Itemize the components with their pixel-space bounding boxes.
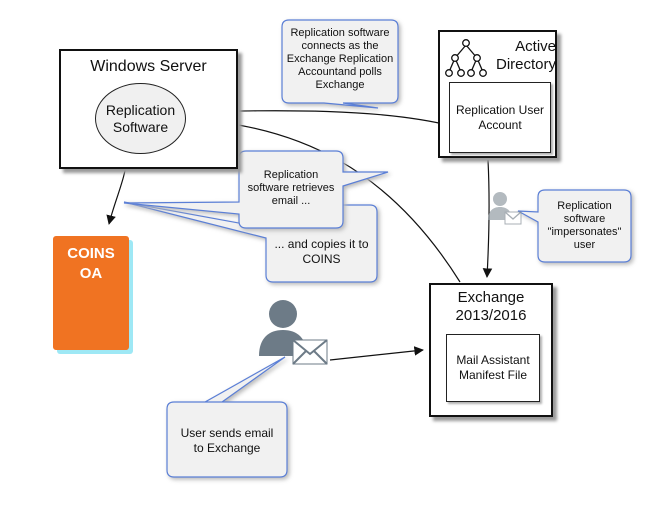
replication-software-label: Replication Software xyxy=(105,101,176,135)
coins-oa-label: COINS OA xyxy=(67,245,115,282)
user-mail-icon xyxy=(256,294,332,374)
callout-retrieves-text: Replication software retrieves email ... xyxy=(247,169,335,207)
callout-user-sends xyxy=(166,356,288,478)
exchange-title: Exchange 2013/2016 xyxy=(455,289,527,324)
windows-server-title: Windows Server xyxy=(90,58,207,75)
callout-retrieves xyxy=(123,150,389,229)
mail-assistant-manifest-label: Mail Assistant Manifest File xyxy=(456,353,530,382)
user-mail-small-icon xyxy=(487,190,523,228)
active-directory-title: Active Directory xyxy=(495,38,556,73)
send-arrow xyxy=(329,346,424,361)
coins-oa-box[interactable]: COINS OA xyxy=(53,236,129,350)
replication-user-account[interactable]: Replication User Account xyxy=(449,82,551,153)
callout-impersonates xyxy=(517,189,632,263)
replication-software-node[interactable]: Replication Software xyxy=(95,83,186,154)
callout-polls-text: Replication software connects as the Exc… xyxy=(286,27,394,91)
replication-user-account-label: Replication User Account xyxy=(455,102,545,132)
callout-user-sends-text: User sends email to Exchange xyxy=(180,426,274,455)
callout-polls xyxy=(281,19,399,109)
callout-copies-text: ... and copies it to COINS xyxy=(274,237,369,266)
mail-assistant-manifest[interactable]: Mail Assistant Manifest File xyxy=(446,334,540,402)
hierarchy-icon xyxy=(444,36,488,80)
callout-impersonates-text: Replication software "impersonates" user xyxy=(547,200,622,251)
